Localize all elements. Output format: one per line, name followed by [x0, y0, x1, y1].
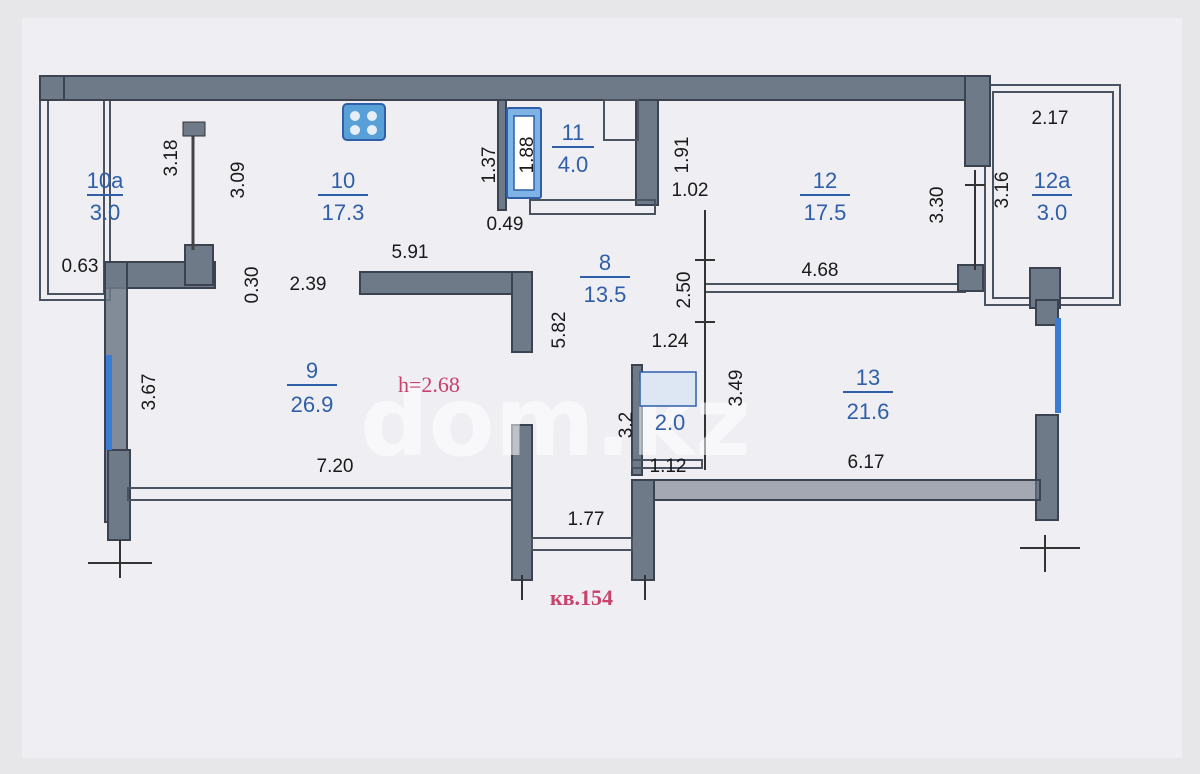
- room-area: 2.0: [655, 410, 686, 435]
- room-number: 9: [306, 358, 318, 383]
- dim-1-91: 1.91: [672, 137, 693, 174]
- dim-1-02: 1.02: [672, 180, 709, 201]
- dim-0-49: 0.49: [487, 214, 524, 235]
- dim-1-88: 1.88: [517, 137, 538, 174]
- room-number: 11: [562, 120, 585, 145]
- room-area: 17.5: [804, 200, 847, 225]
- room-9: 9 26.9: [287, 358, 337, 417]
- room-number: 10а: [87, 168, 124, 193]
- dim-3-49: 3.49: [726, 370, 747, 407]
- dim-4-68: 4.68: [802, 260, 839, 281]
- windows: [106, 318, 1061, 450]
- dim-1-77: 1.77: [568, 509, 605, 530]
- room-number: 8: [599, 250, 611, 275]
- dim-5-91: 5.91: [392, 242, 429, 263]
- room-8: 8 13.5: [580, 250, 630, 307]
- dim-1-24: 1.24: [652, 331, 689, 352]
- dim-3-09: 3.09: [228, 162, 249, 199]
- room-area: 26.9: [291, 392, 334, 417]
- dim-5-82: 5.82: [549, 312, 570, 349]
- room-wc: 2.0: [639, 371, 697, 435]
- dimensions: 3.18 3.09 5.91 2.39 0.30 0.63 0.49 1.37 …: [62, 108, 1069, 530]
- stove-icon: [342, 103, 386, 141]
- room-10: 10 17.3: [318, 168, 368, 225]
- room-12a: 12а 3.0: [1032, 168, 1072, 225]
- pipe-icon: [182, 121, 206, 250]
- dim-7-20: 7.20: [317, 456, 354, 477]
- dim-3-67: 3.67: [139, 374, 160, 411]
- dim-3-2: 3.2: [616, 412, 637, 438]
- room-12: 12 17.5: [800, 168, 850, 225]
- dim-2-39: 2.39: [290, 274, 327, 295]
- dim-3-18: 3.18: [161, 140, 182, 177]
- room-number: 10: [331, 168, 355, 193]
- dim-0-30: 0.30: [242, 267, 263, 304]
- room-13: 13 21.6: [843, 365, 893, 424]
- radiator-icon: [506, 107, 542, 199]
- dim-2-50: 2.50: [674, 272, 695, 309]
- dim-0-63: 0.63: [62, 256, 99, 277]
- room-area: 17.3: [322, 200, 365, 225]
- room-number: 12а: [1034, 168, 1071, 193]
- room-area: 21.6: [847, 399, 890, 424]
- walls: [39, 75, 1061, 581]
- dim-3-16: 3.16: [992, 172, 1013, 209]
- dimension-ticks: [88, 170, 1080, 600]
- dim-3-30: 3.30: [927, 187, 948, 224]
- dim-1-37: 1.37: [479, 147, 500, 184]
- room-11: 11 4.0: [552, 120, 594, 177]
- dim-6-17: 6.17: [848, 452, 885, 473]
- room-area: 3.0: [1037, 200, 1068, 225]
- dim-1-12: 1.12: [650, 456, 687, 477]
- room-number: 13: [856, 365, 880, 390]
- room-number: 12: [813, 168, 837, 193]
- room-area: 3.0: [90, 200, 121, 225]
- room-area: 4.0: [558, 152, 589, 177]
- room-10a: 10а 3.0: [87, 168, 124, 225]
- ceiling-height: h=2.68: [398, 372, 460, 397]
- dim-2-17: 2.17: [1032, 108, 1069, 129]
- apartment-label: кв.154: [550, 585, 613, 610]
- room-area: 13.5: [584, 282, 627, 307]
